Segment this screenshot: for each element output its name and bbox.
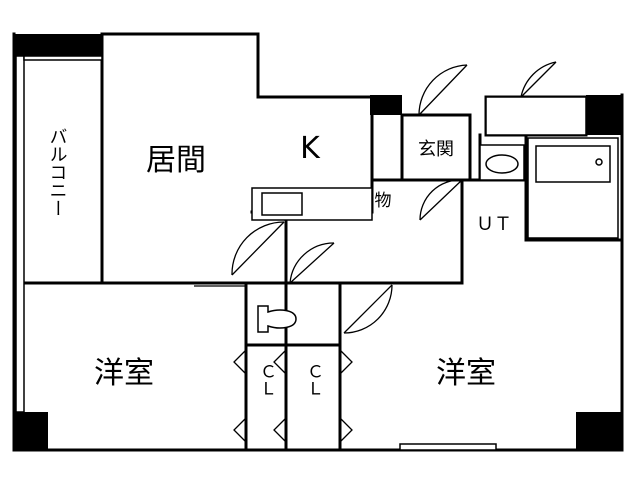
closet-doors (233, 349, 353, 443)
western-room-left-label: 洋室 (94, 356, 154, 391)
windows (15, 55, 497, 451)
living-room-label: 居間 (146, 143, 206, 178)
storage-label: 物 (375, 191, 392, 211)
shoe-cabinet (485, 96, 587, 136)
closet-left-label: ＣＬ (256, 363, 276, 397)
closet-right-label: ＣＬ (303, 363, 323, 397)
kitchen-label: K (300, 131, 321, 166)
kitchen-counter (251, 187, 373, 221)
toilet (257, 305, 297, 333)
column-right-top (586, 95, 622, 135)
column-bottom-left (14, 412, 48, 450)
doors (231, 61, 557, 334)
balcony-label: バルコニー (47, 127, 68, 217)
utility-label: ＵＴ (476, 214, 512, 235)
western-room-right-label: 洋室 (436, 356, 496, 391)
column-top-left (14, 34, 102, 56)
column-entrance (370, 95, 402, 115)
entrance-label: 玄関 (418, 139, 454, 160)
washbasin (479, 144, 525, 181)
column-bottom-right (576, 412, 622, 450)
bathtub (527, 137, 619, 239)
